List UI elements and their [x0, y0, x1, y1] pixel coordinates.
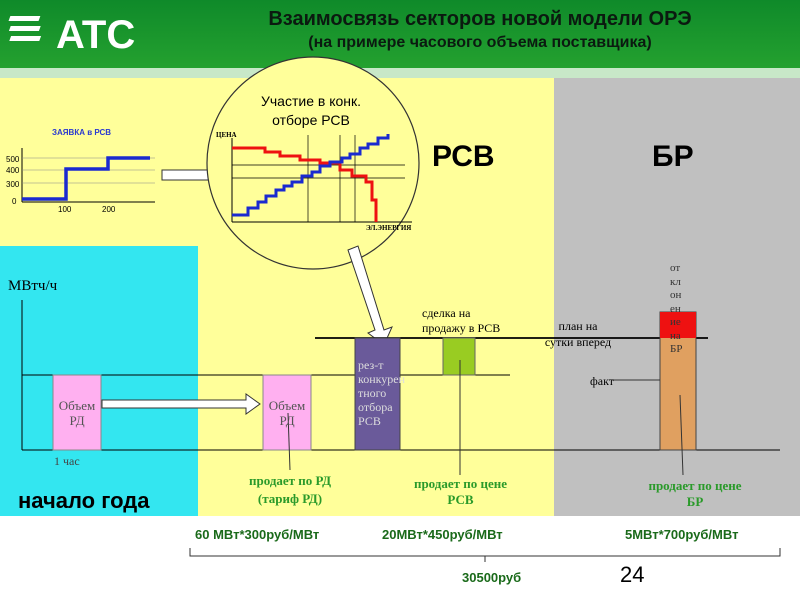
- page-subtitle: (на примере часового объема поставщика): [308, 34, 652, 51]
- bar-rd-volume-1-line1: Объем: [58, 398, 96, 413]
- sells-rsv-line1: продает по цене: [413, 476, 508, 491]
- total-rd: 60 МВт*300руб/МВт: [195, 527, 320, 542]
- rsv-result-line5: РСВ: [358, 414, 381, 428]
- circle-price-label: ЦЕНА: [216, 131, 237, 139]
- deviation-line3: он: [670, 289, 682, 301]
- bg-yellow-left: [0, 78, 198, 246]
- deviation-line5: ие: [670, 316, 681, 328]
- rsv-result-line4: отбора: [358, 400, 393, 414]
- bar-rsv-deal: [442, 337, 476, 376]
- page-number: 24: [620, 562, 645, 587]
- header-strip: [0, 68, 800, 78]
- fact-label: факт: [590, 374, 615, 388]
- plan-label-line2: сутки вперед: [544, 335, 612, 349]
- rsv-result-line2: конкурен: [358, 372, 406, 386]
- y-unit-label: МВтч/ч: [8, 278, 58, 294]
- total-sum: 30500руб: [462, 570, 522, 585]
- bar-rd-volume-2-line1: Объем: [268, 398, 306, 413]
- mini-tick-500: 500: [6, 155, 20, 164]
- mini-tick-0: 0: [12, 197, 17, 206]
- arrow-to-rsv-result: [347, 245, 393, 346]
- supply-staircase: [232, 134, 390, 217]
- sells-rd-label: продает по РД (тариф РД): [210, 472, 370, 508]
- sells-rd-line1: продает по РД: [248, 473, 332, 488]
- mini-tick-100: 100: [58, 205, 72, 214]
- bar-rd-volume-2-line2: РД: [279, 413, 295, 428]
- one-hour-label: 1 час: [54, 454, 80, 468]
- logo-text: ATC: [56, 13, 135, 57]
- sector-label-br: БР: [652, 140, 694, 173]
- mini-tick-200: 200: [102, 205, 116, 214]
- sells-rsv-line2: РСВ: [447, 492, 474, 507]
- magnifier-circle: [206, 56, 420, 270]
- bar-br-deviation: [660, 312, 696, 338]
- deviation-line4: ен: [670, 302, 681, 315]
- bar-rsv-result-label: рез-т конкурен тного отбора РСВ: [358, 358, 405, 428]
- plan-label: план на сутки вперед: [533, 318, 623, 350]
- deviation-line7: БР: [670, 343, 683, 355]
- sector-label-rsv: РСВ: [432, 140, 495, 173]
- mini-chart-title: ЗАЯВКА в РСВ: [52, 128, 112, 137]
- sells-rsv-label: продает по цене РСВ: [388, 476, 533, 508]
- bar-rd-volume-1-label: Объем РД: [53, 398, 101, 428]
- deviation-label: от кл он ен ие на БР: [670, 262, 682, 357]
- sells-br-line1: продает по цене: [648, 478, 742, 493]
- sum-brace: [189, 548, 781, 557]
- total-br: 5МВт*700руб/МВт: [625, 527, 739, 542]
- rsv-result-line1: рез-т: [358, 358, 384, 372]
- header-bar: [0, 0, 800, 68]
- bar-rd-volume-2: [262, 374, 312, 451]
- deal-label-line1: сделка на: [422, 306, 471, 320]
- page-title: Взаимосвязь секторов новой модели ОРЭ: [268, 8, 692, 30]
- deal-label: сделка на продажу в РСВ: [422, 306, 500, 336]
- mini-tick-300: 300: [6, 180, 20, 189]
- deviation-line1: от: [670, 262, 681, 274]
- circle-caption-line2: отборе РСВ: [272, 112, 350, 128]
- circle-caption: Участие в конк. отборе РСВ: [236, 92, 386, 130]
- start-of-year-label: начало года: [18, 488, 150, 513]
- deal-label-line2: продажу в РСВ: [422, 321, 501, 335]
- bar-rd-volume-1: [52, 374, 102, 451]
- bar-rd-volume-1-line2: РД: [69, 413, 85, 428]
- deviation-line6: на: [670, 329, 681, 342]
- circle-caption-line1: Участие в конк.: [260, 93, 362, 109]
- rsv-result-line3: тного: [358, 386, 387, 400]
- deviation-line2: кл: [670, 275, 681, 288]
- bid-step-line: [22, 156, 150, 201]
- arrow-rd-to-rd: [101, 393, 261, 415]
- sells-br-label: продает по цене БР: [630, 478, 760, 510]
- circle-energy-label: ЭЛ.ЭНЕРГИЯ: [366, 224, 412, 232]
- bar-rsv-result: [354, 337, 401, 451]
- mini-tick-400: 400: [6, 166, 20, 175]
- atc-logo: ATC: [8, 6, 156, 62]
- sells-br-line2: БР: [686, 494, 704, 509]
- total-rsv: 20МВт*450руб/МВт: [382, 527, 503, 542]
- bar-rd-volume-2-label: Объем РД: [263, 398, 311, 428]
- plan-label-line1: план на: [558, 319, 598, 333]
- sells-rd-line2: (тариф РД): [257, 491, 323, 506]
